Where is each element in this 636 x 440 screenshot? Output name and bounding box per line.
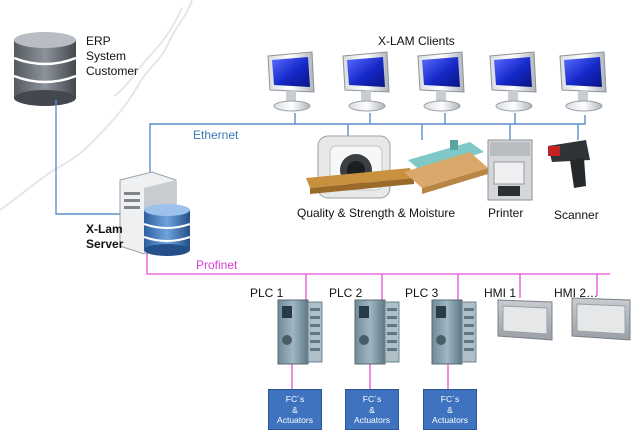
scanner-label: Scanner <box>554 208 599 222</box>
printer-label: Printer <box>488 206 524 220</box>
fc-actuators-box: FC´s&Actuators <box>268 389 322 430</box>
client-monitor-icon <box>267 51 315 112</box>
profinet-network <box>146 248 610 390</box>
printer-icon <box>487 139 533 201</box>
plc-icon <box>431 299 477 365</box>
erp-database-icon <box>13 32 77 106</box>
fc-actuators-box: FC´s&Actuators <box>423 389 477 430</box>
quality-label: Quality & Strength & Moisture <box>297 206 456 220</box>
ethernet-network <box>55 100 586 215</box>
server-label: X-Lam Server <box>86 222 124 251</box>
plc3-label: PLC 3 <box>405 286 439 300</box>
plc-icon <box>354 299 400 365</box>
clients-label: X-LAM Clients <box>378 34 455 48</box>
client-monitors <box>267 51 607 112</box>
client-monitor-icon <box>559 51 607 112</box>
background-lines <box>0 0 193 211</box>
plc-devices <box>277 299 477 365</box>
hmi-panel-2 <box>571 297 631 341</box>
client-monitor-icon <box>342 51 390 112</box>
plc-icon <box>277 299 323 365</box>
plc2-label: PLC 2 <box>329 286 363 300</box>
hmi2-label: HMI 2… <box>554 286 599 300</box>
hmi-panel-1 <box>497 299 553 341</box>
ethernet-label: Ethernet <box>193 128 239 142</box>
profinet-label: Profinet <box>196 258 238 272</box>
barcode-scanner-icon <box>548 140 590 188</box>
plc1-label: PLC 1 <box>250 286 284 300</box>
erp-label: ERP System Customer <box>86 34 139 78</box>
fc-actuators-box: FC´s&Actuators <box>345 389 399 430</box>
strength-tester-icon <box>404 140 488 194</box>
hmi1-label: HMI 1 <box>484 286 517 300</box>
server-database-icon <box>143 204 191 256</box>
quality-scanner-machine-icon <box>306 135 414 199</box>
client-monitor-icon <box>489 51 537 112</box>
client-monitor-icon <box>417 51 465 112</box>
